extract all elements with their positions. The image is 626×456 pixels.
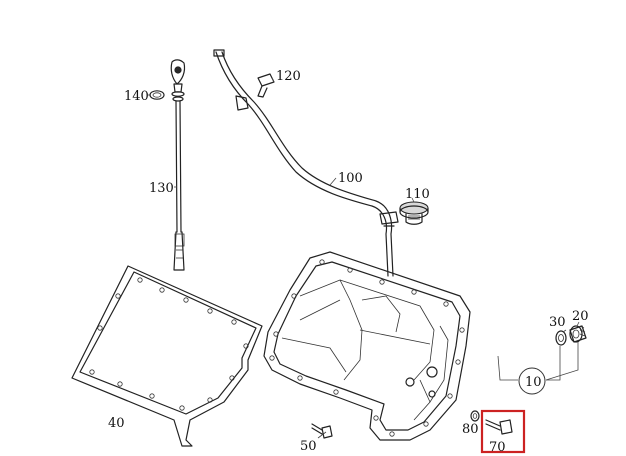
callout-circle-10 [518, 367, 546, 395]
callout-10[interactable]: 10 [525, 375, 542, 390]
callout-80[interactable]: 80 [462, 422, 479, 437]
callout-100[interactable]: 100 [338, 171, 363, 186]
callout-50[interactable]: 50 [300, 439, 317, 454]
callout-30[interactable]: 30 [549, 315, 566, 330]
drain-plug-110[interactable] [399, 201, 429, 225]
o-ring-140[interactable] [149, 90, 165, 100]
bolt-50[interactable] [311, 423, 333, 439]
dipstick-130[interactable] [170, 59, 186, 271]
drain-plug-20[interactable] [569, 325, 587, 343]
bolt-120[interactable] [257, 73, 275, 98]
callout-120[interactable]: 120 [276, 69, 301, 84]
callout-140[interactable]: 140 [124, 89, 149, 104]
callout-20[interactable]: 20 [572, 309, 589, 324]
callout-40[interactable]: 40 [108, 416, 125, 431]
seal-ring-30[interactable] [555, 330, 567, 346]
callout-130[interactable]: 130 [149, 181, 174, 196]
oil-pan-gasket-40[interactable] [71, 265, 263, 447]
highlight-box-70 [480, 409, 526, 454]
leader-lines [148, 77, 580, 439]
oil-pan[interactable] [263, 251, 471, 441]
callout-110[interactable]: 110 [405, 187, 430, 202]
bolt-70[interactable] [485, 419, 513, 435]
callout-70[interactable]: 70 [489, 440, 506, 455]
washer-80[interactable] [470, 410, 480, 422]
guide-tube-100[interactable] [213, 49, 399, 277]
